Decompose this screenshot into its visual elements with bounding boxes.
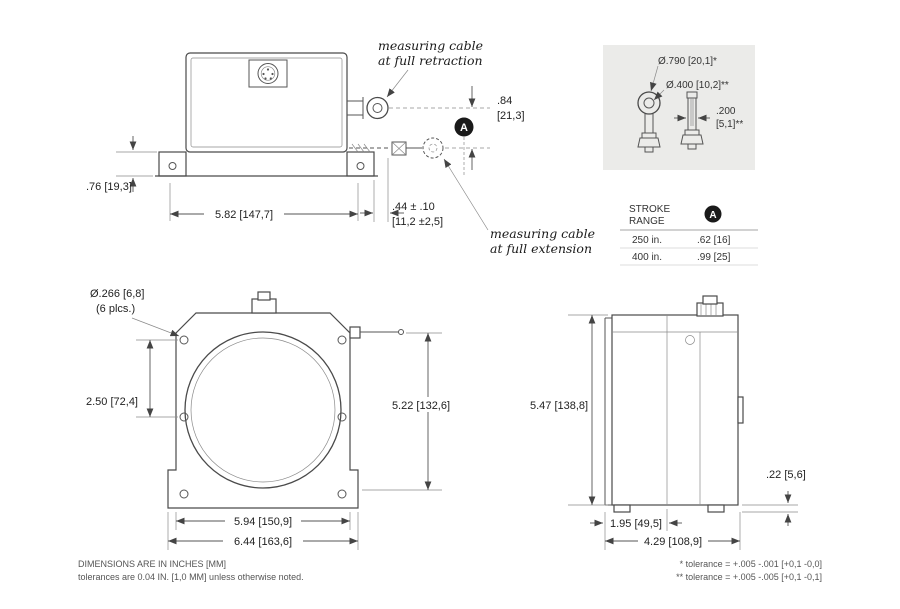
note-extension-line2: at full extension xyxy=(490,241,592,256)
cable-eyelet-extended xyxy=(422,137,444,159)
leader-extension xyxy=(443,158,489,231)
dim-holes-line2: (6 plcs.) xyxy=(96,303,135,315)
table-a-marker xyxy=(704,205,722,223)
drum-housing-inner-circle xyxy=(190,337,336,483)
note-extension-line1: measuring cable xyxy=(490,226,595,241)
dim-extension-mm: [11,2 ±2,5] xyxy=(392,216,443,228)
mounting-foot-right xyxy=(346,151,375,177)
leader-retraction xyxy=(386,69,409,98)
dim-eyelet-inner: Ø.400 [10,2]** xyxy=(666,80,729,91)
dim-holes-line1: Ø.266 [6,8] xyxy=(90,288,144,300)
dim-width-inner: 5.94 [150,9] xyxy=(234,516,292,528)
footer-left-line2: tolerances are 0.04 IN. [1,0 MM] unless … xyxy=(78,572,304,582)
dim-cable-offset-mm: [21,3] xyxy=(497,110,525,122)
detail-a-marker xyxy=(454,117,474,137)
mounting-hole xyxy=(337,412,347,422)
foot xyxy=(707,504,725,513)
dim-eyelet-outer: Ø.790 [20,1]* xyxy=(658,56,717,67)
dim-front-height: 5.22 [132,6] xyxy=(392,400,450,412)
mounting-plate-outline xyxy=(167,312,359,509)
dim-hole-spacing: 2.50 [72,4] xyxy=(86,396,138,408)
sensor-body-inner-line xyxy=(190,57,343,148)
stroke-range-table: STROKE RANGE A 250 in. .62 [16] 400 in. … xyxy=(620,204,758,266)
dim-flange-height: .76 [19,3] xyxy=(86,181,132,193)
right-side-view: 5.47 [138,8] .22 [5,6] 1.95 [49,5] 4.29 … xyxy=(528,295,806,550)
dim-body-width: 5.82 [147,7] xyxy=(215,209,273,221)
cable-eyelet-retracted xyxy=(366,96,389,120)
mounting-hole xyxy=(337,489,347,499)
detail-a-label: A xyxy=(460,122,468,134)
cable-eyelet-retracted-hole xyxy=(372,103,383,113)
dim-depth-front: 1.95 [49,5] xyxy=(610,518,662,530)
leader-eyelet-outer xyxy=(650,65,659,92)
side-view: A measuring cable at full retraction mea… xyxy=(86,38,595,256)
body-outline xyxy=(611,314,739,506)
guide-pulley xyxy=(685,335,695,345)
dim-cable-offset-in: .84 xyxy=(497,95,512,107)
connector-front xyxy=(251,298,277,314)
dim-clip-in: .200 xyxy=(716,106,736,117)
table-row-range: 400 in. xyxy=(632,252,662,263)
sensor-body-outline xyxy=(185,52,348,153)
clip-detail xyxy=(680,91,704,150)
footer-notes: DIMENSIONS ARE IN INCHES [MM] tolerances… xyxy=(78,559,822,582)
drum-housing-circle xyxy=(184,331,342,489)
table-header-line1: STROKE xyxy=(629,204,670,215)
dim-width-outer: 6.44 [163,6] xyxy=(234,536,292,548)
cable-outlet xyxy=(349,326,361,339)
connector-pin xyxy=(271,72,274,76)
dim-depth-overall: 4.29 [108,9] xyxy=(644,536,702,548)
leader-holes xyxy=(131,317,180,337)
connector-front-top xyxy=(257,291,271,301)
mounting-hole xyxy=(179,489,189,499)
footer-right-line1: * tolerance = +.005 -.001 [+0,1 -0,0] xyxy=(680,559,822,569)
table-header-line2: RANGE xyxy=(629,216,665,227)
mounting-foot-left xyxy=(158,151,187,177)
cable-tip xyxy=(398,329,404,335)
cable-end-detail-view: Ø.790 [20,1]* Ø.400 [10,2]** .200 [5,1]*… xyxy=(603,45,755,170)
eyelet-detail xyxy=(637,91,661,153)
front-view: Ø.266 [6,8] (6 plcs.) 2.50 [72,4] 5.22 [… xyxy=(86,288,454,550)
connector xyxy=(248,59,288,88)
cable-eyelet-extended-hole xyxy=(428,143,438,153)
mounting-hole xyxy=(179,412,189,422)
mounting-hole xyxy=(179,335,189,345)
table-a-label: A xyxy=(709,210,716,221)
foot-hole xyxy=(356,162,365,170)
foot-hole xyxy=(168,162,177,170)
connector-pin xyxy=(266,68,270,71)
connector-pin xyxy=(264,77,267,80)
leader-eyelet-inner xyxy=(653,89,665,101)
note-retraction-line2: at full retraction xyxy=(378,53,483,68)
detail-background xyxy=(603,45,755,170)
table-row-value: .62 [16] xyxy=(697,235,731,246)
side-tab xyxy=(737,396,744,424)
dim-side-height: 5.47 [138,8] xyxy=(530,400,588,412)
dim-extension-in: .44 ± .10 xyxy=(392,201,435,213)
table-row-range: 250 in. xyxy=(632,235,662,246)
connector-pin xyxy=(269,77,272,80)
footer-left-line1: DIMENSIONS ARE IN INCHES [MM] xyxy=(78,559,226,569)
note-retraction-line1: measuring cable xyxy=(378,38,483,53)
dim-foot: .22 [5,6] xyxy=(766,469,806,481)
connector-side-top xyxy=(702,295,718,305)
dim-clip-mm: [5,1]** xyxy=(716,119,743,130)
connector-pin xyxy=(262,72,265,76)
foot xyxy=(613,504,631,513)
mounting-hole xyxy=(337,335,347,345)
table-row-value: .99 [25] xyxy=(697,252,731,263)
footer-right-line2: ** tolerance = +.005 -.005 [+0,1 -0,1] xyxy=(676,572,822,582)
